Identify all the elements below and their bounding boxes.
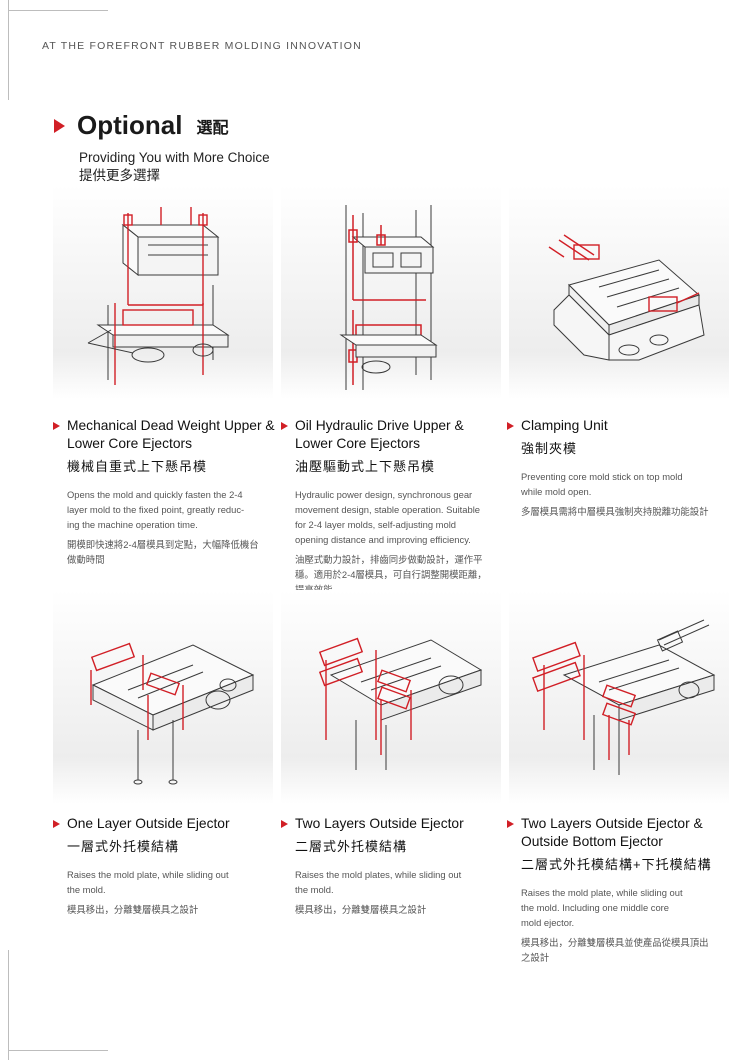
card-title: Mechanical Dead Weight Upper & Lower Cor… (53, 417, 283, 453)
subtitle: Providing You with More Choice 提供更多選擇 (79, 149, 270, 185)
card-title-line: Two Layers Outside Ejector & (521, 816, 703, 831)
card-title: Two Layers Outside Ejector & Outside Bot… (507, 815, 737, 851)
card-title-line: One Layer Outside Ejector (67, 816, 230, 831)
card-description: Preventing core mold stick on top mold w… (507, 469, 737, 499)
desc-line: while mold open. (521, 486, 592, 497)
desc-zh-line: 模具移出，分離雙層模具之設計 (295, 904, 427, 915)
desc-line: the mold. Including one middle core (521, 902, 670, 913)
card-mechanical-ejector: Mechanical Dead Weight Upper & Lower Cor… (53, 417, 283, 567)
card-title-zh: 二層式外托模結構+下托模結構 (521, 857, 712, 872)
desc-line: Raises the mold plates, while sliding ou… (295, 869, 462, 880)
desc-line: ing the machine operation time. (67, 519, 198, 530)
one-layer-ejector-illustration (53, 590, 273, 804)
card-title-zh: 強制夾模 (521, 441, 578, 456)
subtitle-zh: 提供更多選擇 (79, 168, 160, 183)
desc-line: Preventing core mold stick on top mold (521, 471, 683, 482)
crop-mark (8, 1050, 108, 1051)
card-description-zh: 模具移出，分離雙層模具並使產品從模具頂出 之設計 (507, 935, 737, 965)
card-title-line: Outside Bottom Ejector (521, 834, 663, 849)
desc-line: Raises the mold plate, while sliding out (67, 869, 229, 880)
card-title-line: Two Layers Outside Ejector (295, 816, 464, 831)
section-title: Optional 選配 (54, 110, 228, 141)
crop-mark (8, 0, 9, 100)
clamping-unit-illustration (509, 185, 729, 399)
desc-line: the mold. (67, 884, 106, 895)
desc-line: Hydraulic power design, synchronous gear (295, 489, 473, 500)
triangle-marker-icon (281, 820, 288, 828)
desc-line: opening distance and improving efficienc… (295, 534, 471, 545)
page-header: AT THE FOREFRONT RUBBER MOLDING INNOVATI… (42, 40, 362, 52)
triangle-marker-icon (53, 820, 60, 828)
card-title-line: Mechanical Dead Weight Upper & (67, 418, 275, 433)
card-title-line: Lower Core Ejectors (67, 436, 192, 451)
desc-zh-line: 之設計 (521, 952, 550, 963)
desc-zh-line: 提高效能 (295, 582, 511, 597)
card-title-zh: 一層式外托模結構 (67, 839, 180, 854)
card-description: Raises the mold plate, while sliding out… (507, 885, 737, 930)
desc-zh-line: 模具移出，分離雙層模具並使產品從模具頂出 (521, 937, 709, 948)
desc-zh-line: 開模即快速將2-4層模具到定點，大幅降低機台 (67, 539, 259, 550)
card-title-zh: 機械自重式上下懸吊模 (67, 459, 208, 474)
desc-zh-line: 模具移出，分離雙層模具之設計 (67, 904, 199, 915)
card-title-line: Clamping Unit (521, 418, 608, 433)
desc-line: Raises the mold plate, while sliding out (521, 887, 683, 898)
desc-zh-line: 多層模具需將中層模具強制夾持脫離功能設計 (521, 506, 709, 517)
card-hydraulic-ejector: Oil Hydraulic Drive Upper & Lower Core E… (281, 417, 511, 597)
card-description: Raises the mold plate, while sliding out… (53, 867, 283, 897)
card-title: Clamping Unit (507, 417, 737, 435)
desc-line: for 2-4 layer molds, self-adjusting mold (295, 519, 457, 530)
card-clamping-unit: Clamping Unit 強制夾模 Preventing core mold … (507, 417, 737, 519)
triangle-marker-icon (507, 820, 514, 828)
card-two-layer-bottom-ejector: Two Layers Outside Ejector & Outside Bot… (507, 815, 737, 965)
card-two-layer-ejector: Two Layers Outside Ejector 二層式外托模結構 Rais… (281, 815, 511, 917)
card-title: Oil Hydraulic Drive Upper & Lower Core E… (281, 417, 511, 453)
card-description-zh: 油壓式動力設計，排齒同步做動設計，運作平 穩。適用於2-4層模具，可自行調整開模… (281, 552, 511, 597)
triangle-marker-icon (507, 422, 514, 430)
mechanical-ejector-illustration (53, 185, 273, 399)
desc-line: movement design, stable operation. Suita… (295, 504, 481, 515)
card-description: Raises the mold plates, while sliding ou… (281, 867, 511, 897)
desc-line: Opens the mold and quickly fasten the 2-… (67, 489, 243, 500)
card-one-layer-ejector: One Layer Outside Ejector 一層式外托模結構 Raise… (53, 815, 283, 917)
triangle-marker-icon (281, 422, 288, 430)
desc-line: layer mold to the fixed point, greatly r… (67, 504, 245, 515)
subtitle-en: Providing You with More Choice (79, 150, 270, 165)
card-description: Hydraulic power design, synchronous gear… (281, 487, 511, 547)
desc-zh-line: 穩。適用於2-4層模具，可自行調整開模距離， (295, 569, 487, 580)
card-title: One Layer Outside Ejector (53, 815, 283, 833)
card-title: Two Layers Outside Ejector (281, 815, 511, 833)
title-en: Optional (77, 110, 183, 140)
title-zh: 選配 (196, 119, 229, 137)
two-layer-bottom-ejector-illustration (509, 590, 729, 804)
card-title-zh: 油壓驅動式上下懸吊模 (295, 459, 436, 474)
card-description-zh: 模具移出，分離雙層模具之設計 (281, 902, 511, 917)
hydraulic-ejector-illustration (281, 185, 501, 399)
desc-zh-line: 油壓式動力設計，排齒同步做動設計，運作平 (295, 554, 483, 565)
desc-zh-line: 做動時間 (67, 554, 105, 565)
crop-mark (8, 950, 9, 1060)
card-description-zh: 模具移出，分離雙層模具之設計 (53, 902, 283, 917)
card-description: Opens the mold and quickly fasten the 2-… (53, 487, 283, 532)
triangle-marker-icon (54, 118, 65, 133)
desc-line: the mold. (295, 884, 334, 895)
crop-mark (8, 10, 108, 11)
card-title-line: Oil Hydraulic Drive Upper & (295, 418, 464, 433)
two-layer-ejector-illustration (281, 590, 501, 804)
card-title-zh: 二層式外托模結構 (295, 839, 408, 854)
desc-line: mold ejector. (521, 917, 575, 928)
card-description-zh: 多層模具需將中層模具強制夾持脫離功能設計 (507, 504, 737, 519)
card-title-line: Lower Core Ejectors (295, 436, 420, 451)
card-description-zh: 開模即快速將2-4層模具到定點，大幅降低機台 做動時間 (53, 537, 283, 567)
triangle-marker-icon (53, 422, 60, 430)
